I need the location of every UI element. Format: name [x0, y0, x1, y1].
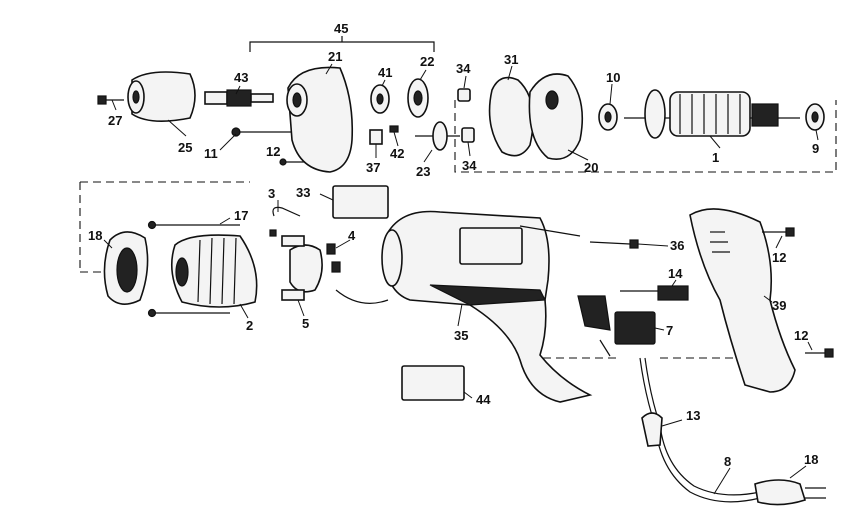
group-bracket-45 [249, 36, 435, 52]
gear-shaft-part-23 [415, 121, 460, 151]
leader-lines [103, 63, 819, 495]
part-label-11: 11 [204, 146, 218, 161]
part-label-31: 31 [504, 52, 518, 67]
bearing-part-34b [461, 127, 475, 143]
part-label-23: 23 [416, 164, 430, 179]
armature-part-1 [624, 89, 800, 139]
part-label-42: 42 [390, 146, 404, 161]
part-label-22: 22 [420, 54, 434, 69]
motor-housing-part-35 [381, 210, 593, 403]
bearing-plate-part-20 [528, 73, 584, 160]
cord-part-8 [639, 357, 761, 503]
switch-part-7 [577, 295, 656, 357]
part-label-18b: 18 [804, 452, 818, 467]
part-label-37: 37 [366, 160, 380, 175]
label-part-44 [401, 365, 465, 401]
gear-housing-part-21 [286, 66, 354, 173]
part-label-27: 27 [108, 113, 122, 128]
part-label-34b: 34 [462, 158, 477, 173]
screw-part-12a [279, 158, 304, 166]
switch-bracket-part-14 [620, 285, 689, 301]
part-label-44: 44 [476, 392, 491, 407]
part-label-43: 43 [234, 70, 248, 85]
gear-part-22 [407, 78, 429, 118]
part-label-39: 39 [772, 298, 786, 313]
part-label-7: 7 [666, 323, 673, 338]
part-label-13: 13 [686, 408, 700, 423]
part-label-21: 21 [328, 49, 342, 64]
chuck-part-25 [127, 71, 196, 122]
brush-lead-part-3 [269, 206, 301, 237]
part-label-34a: 34 [456, 61, 471, 76]
bearing-part-41 [370, 84, 390, 114]
part-label-25: 25 [178, 140, 192, 155]
part-label-12c: 12 [794, 328, 808, 343]
screw-part-36 [589, 239, 639, 249]
bearing-part-10 [598, 103, 618, 131]
part-label-2: 2 [246, 318, 253, 333]
end-cap-part-18 [103, 231, 149, 305]
part-label-10: 10 [606, 70, 620, 85]
bearing-part-9 [805, 103, 825, 131]
part-label-1: 1 [712, 150, 719, 165]
brush-part-4 [326, 243, 389, 304]
part-label-18a: 18 [88, 228, 102, 243]
part-label-9: 9 [812, 141, 819, 156]
screw-part-27 [97, 95, 124, 105]
part-label-12a: 12 [266, 144, 280, 159]
screw-part-11 [231, 127, 295, 137]
handle-part-39 [689, 208, 796, 393]
strain-relief-part-13 [641, 412, 663, 447]
part-label-33: 33 [296, 185, 310, 200]
part-label-17: 17 [234, 208, 248, 223]
part-label-12b: 12 [772, 250, 786, 265]
brush-holder-part-5 [281, 235, 323, 301]
spindle-part-43 [204, 89, 274, 107]
field-part-2 [170, 234, 258, 308]
screw-part-12b [762, 227, 795, 237]
part-label-45: 45 [334, 21, 348, 36]
gear-part-37 [369, 129, 383, 145]
screw-part-17 [147, 220, 240, 318]
part-label-5: 5 [302, 316, 309, 331]
plug-part-18b [754, 479, 826, 506]
part-label-4: 4 [348, 228, 356, 243]
gasket-part-31 [488, 76, 534, 157]
part-label-36: 36 [670, 238, 684, 253]
part-label-35: 35 [454, 328, 468, 343]
pin-part-42 [389, 125, 399, 133]
part-labels: 45 21 41 22 34 31 10 43 27 25 11 12 42 3… [88, 21, 819, 469]
part-label-3: 3 [268, 186, 275, 201]
part-label-20: 20 [584, 160, 598, 175]
label-plate-part-33 [332, 185, 389, 219]
part-label-41: 41 [378, 65, 392, 80]
screw-part-12c [805, 348, 834, 358]
part-label-14: 14 [668, 266, 683, 281]
bearing-part-34a [457, 88, 471, 102]
part-label-8: 8 [724, 454, 731, 469]
